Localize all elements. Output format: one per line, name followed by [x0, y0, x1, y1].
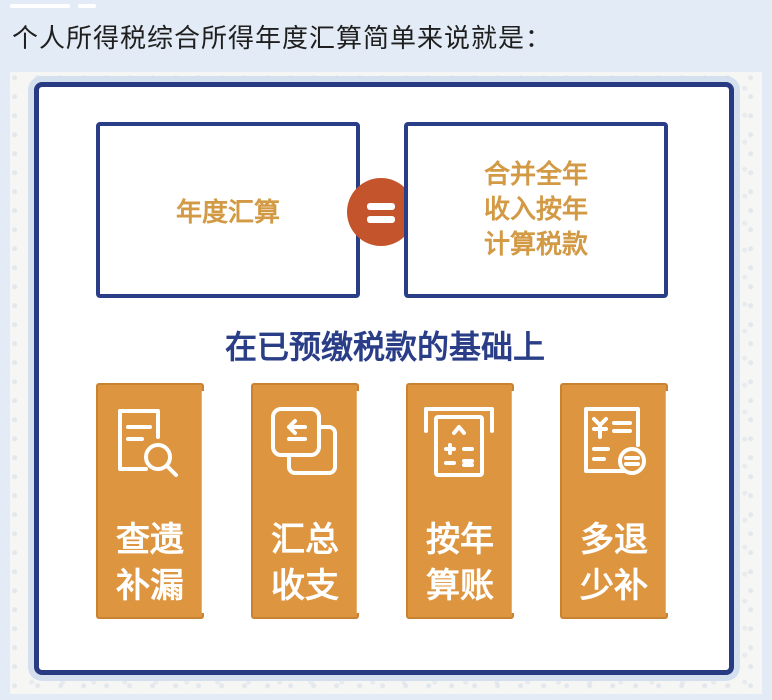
definition-box: 合并全年 收入按年 计算税款: [404, 122, 668, 298]
card-summarize: 汇总 收支: [251, 383, 366, 619]
card-annual-calc: 按年 算账: [406, 383, 521, 619]
subtitle: 在已预缴税款的基础上: [224, 328, 545, 366]
card-label-line: 按年: [426, 520, 494, 560]
card-label-line: 汇总: [271, 520, 339, 560]
annual-settlement-box: 年度汇算: [96, 122, 360, 298]
annual-settlement-label: 年度汇算: [175, 197, 280, 228]
card-label-line: 收支: [271, 566, 339, 606]
equals-icon: [347, 178, 415, 246]
card-label-line: 多退: [580, 520, 648, 560]
card-check-omissions: 查遗 补漏: [96, 383, 211, 619]
calculator-icon: [422, 401, 496, 481]
equals-bar: [367, 203, 395, 210]
card-label: 查遗 补漏: [98, 517, 202, 609]
card-refund-pay: 多退 少补: [560, 383, 675, 619]
card-label-line: 补漏: [116, 566, 184, 606]
card-label: 多退 少补: [562, 517, 666, 609]
document-search-icon: [112, 401, 186, 481]
card-label-line: 算账: [426, 566, 494, 606]
top-bar-marker: [10, 4, 70, 8]
refund-document-icon: [576, 401, 650, 481]
document-return-icon: [267, 401, 341, 481]
card-label: 按年 算账: [408, 517, 512, 609]
definition-text: 合并全年 收入按年 计算税款: [484, 158, 588, 263]
headline-text: 个人所得税综合所得年度汇算简单来说就是：: [12, 24, 553, 54]
definition-line: 合并全年: [483, 159, 588, 190]
equals-bar: [367, 216, 395, 223]
card-label-line: 少补: [580, 566, 648, 606]
top-bar-marker: [78, 4, 96, 8]
card-label: 汇总 收支: [253, 517, 357, 609]
card-label-line: 查遗: [116, 520, 184, 560]
definition-line: 收入按年: [483, 194, 588, 225]
top-bar: [0, 0, 772, 72]
definition-line: 计算税款: [483, 229, 588, 260]
